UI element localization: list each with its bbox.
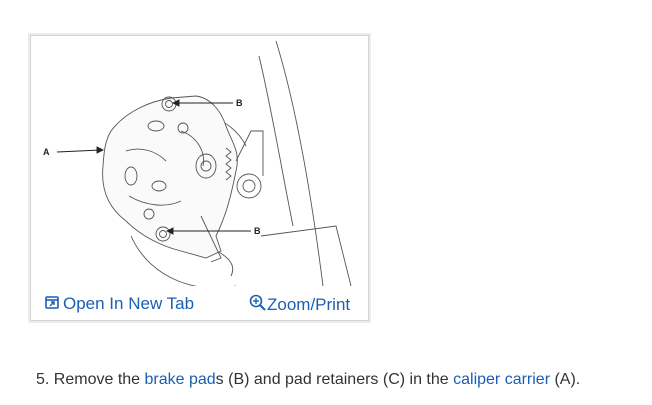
hub-inner [242,179,256,193]
arrow-a [96,146,105,154]
bolt-small-2 [143,208,155,220]
pad-window-inner [200,160,212,172]
open-in-new-tab-link[interactable]: Open In New Tab [45,294,194,314]
step-end-text: (A). [550,371,581,388]
caliper-carrier-link[interactable]: caliper carrier [453,371,551,388]
step-prefix: 5. Remove the [36,371,145,388]
hub-outer [236,173,262,199]
pad-spring [225,147,232,181]
zoom-print-link[interactable]: Zoom/Print [249,294,350,316]
caliper-lower-edge [200,215,222,263]
zoom-in-icon [249,294,266,316]
callout-b-top: B [236,98,243,108]
caliper-carrier [102,95,238,259]
knuckle-line [260,225,352,286]
caliper-detail-1 [125,148,167,162]
arrow-b-bottom [165,227,174,235]
strut-line [275,40,324,286]
caliper-illustration: A B B [43,40,352,286]
leader-a [56,149,102,153]
step-middle-text: s (B) and pad retainers (C) in the [215,371,454,388]
callout-a: A [43,147,50,157]
brake-pad-link[interactable]: brake pad [144,371,216,388]
piston-hole-3 [151,180,167,192]
figure-container: A B B Open In New Tab [30,35,369,321]
guide-bolt-top-center [165,100,173,108]
open-new-tab-icon [45,294,59,314]
piston-hole-2 [124,166,138,186]
guide-bolt-bottom [155,226,171,242]
arrow-b-top [171,99,180,107]
figure-links: Open In New Tab Zoom/Print [31,288,368,320]
open-in-new-tab-label: Open In New Tab [63,294,195,313]
instruction-step: 5. Remove the brake pads (B) and pad ret… [36,371,580,389]
knuckle-arm [235,130,264,176]
strut-line-inner [258,55,294,227]
callout-b-bottom: B [254,226,261,236]
brake-caliper-diagram: A B B [31,36,368,286]
piston-hole-1 [147,120,165,132]
bolt-small-1 [177,122,189,134]
zoom-print-label: Zoom/Print [267,295,351,314]
caliper-detail-2 [128,195,182,206]
pad-window [195,153,217,179]
guide-bolt-bottom-center [159,230,167,238]
disc-arc-bottom [130,235,236,286]
